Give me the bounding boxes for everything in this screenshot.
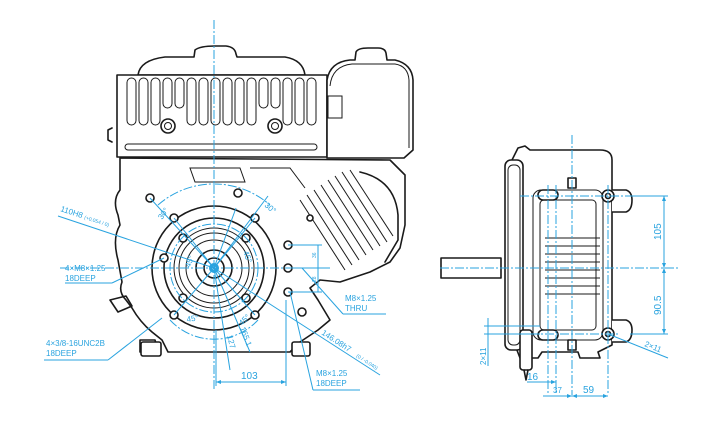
dim-2x11-left: 2×11: [479, 318, 540, 366]
dim-103-label: 103: [241, 371, 258, 382]
dim-16-37-59: 16 37 59: [527, 372, 608, 398]
side-body: [504, 145, 633, 381]
callout-146h7-tol: (0 / -0.040): [355, 353, 379, 372]
dim-90-5-label: 90.5: [653, 295, 664, 315]
fuel-tank: [116, 45, 328, 158]
front-view: 103 36 28 30° 30° 45° 45° 45° 45° 127 16…: [44, 20, 414, 391]
callout-unc-deep: 4×3/8-16UNC2B 18DEEP: [44, 317, 163, 361]
pcd-127-label: 127: [225, 334, 237, 350]
callout-4xm8-line2: 18DEEP: [65, 274, 96, 283]
callout-m8-thru-line2: THRU: [345, 304, 367, 313]
callout-4xm8-deep: 4×M8×1.25 18DEEP: [65, 257, 165, 284]
angle-45-upper-right: 45°: [241, 250, 254, 264]
callout-4xm8-line1: 4×M8×1.25: [65, 264, 106, 273]
dim-105-90: 105 90.5: [630, 195, 668, 335]
callout-m8-deep-right-line1: M8×1.25: [316, 369, 348, 378]
svg-text:146.08h7 (0 / -0.040): 146.08h7 (0 / -0.040): [320, 328, 381, 372]
dim-103: 103: [215, 300, 287, 386]
dim-37-label: 37: [553, 386, 562, 395]
callout-110h8-tol: (+0.054 / 0): [83, 215, 110, 229]
dim-59-label: 59: [583, 385, 595, 396]
tank-fins: [126, 77, 317, 126]
air-cleaner: [326, 47, 414, 159]
callout-146h7-main: 146.08h7: [320, 328, 353, 354]
angle-45-upper-left: 45°: [183, 254, 196, 268]
callout-unc-line1: 4×3/8-16UNC2B: [46, 339, 105, 348]
callout-m8-deep-right-line2: 18DEEP: [316, 379, 347, 388]
radial-dimension-lines: [149, 195, 269, 371]
dim-105-label: 105: [653, 223, 664, 240]
callout-unc-line2: 18DEEP: [46, 349, 77, 358]
dim-36-label: 36: [312, 252, 318, 258]
dim-16-label: 16: [527, 372, 539, 383]
side-view: 105 90.5 2×11 2×11 16 37 59: [440, 135, 680, 398]
dim-36-28: 36 28: [288, 244, 330, 293]
callout-m8-thru: M8×1.25 THRU: [301, 267, 386, 315]
dim-28-label: 28: [312, 276, 318, 282]
callout-m8-thru-line1: M8×1.25: [345, 294, 377, 303]
callout-m8-deep-right: M8×1.25 18DEEP: [289, 291, 360, 391]
cylinder-fins: [299, 169, 394, 271]
angle-45-lower-left: 45°: [186, 313, 199, 324]
dim-2x11-right: 2×11: [607, 333, 669, 359]
crankcase: [109, 157, 406, 357]
dim-2x11-left-label: 2×11: [479, 347, 488, 365]
